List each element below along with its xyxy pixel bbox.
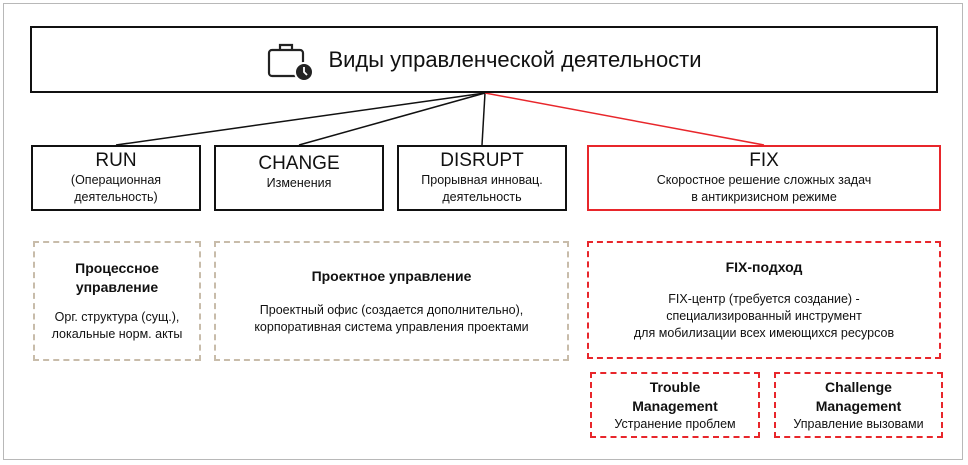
title-box: Виды управленческой деятельности (30, 26, 938, 93)
type-change: CHANGE Изменения (214, 145, 384, 211)
approach-heading: Проектное управление (311, 267, 472, 284)
approach-text: Орг. структура (сущ.), (54, 310, 180, 324)
type-name: DISRUPT (440, 150, 524, 171)
approach-project: Проектное управление Проектный офис (соз… (214, 241, 569, 361)
type-desc: деятельность (442, 190, 522, 204)
sub-heading: Management (632, 397, 718, 414)
approach-text: для мобилизации всех имеющихся ресурсов (633, 326, 895, 340)
fix-trouble-management: Trouble Management Устранение проблем (590, 372, 760, 438)
type-desc: деятельность) (74, 190, 158, 204)
type-desc: в антикризисном режиме (691, 190, 837, 204)
connector-fix (484, 92, 765, 146)
type-disrupt: DISRUPT Прорывная инновац. деятельность (397, 145, 567, 211)
approach-heading: Процессное (75, 260, 159, 276)
connector-run (115, 92, 486, 146)
type-name: CHANGE (258, 153, 340, 174)
sub-text: Устранение проблем (614, 416, 736, 431)
approach-text: корпоративная система управления проекта… (254, 319, 529, 334)
approach-process: Процессное управление Орг. структура (су… (33, 241, 201, 361)
type-run: RUN (Операционная деятельность) (31, 145, 201, 211)
type-desc: Скоростное решение сложных задач (656, 173, 872, 187)
approach-heading: управление (75, 279, 159, 295)
type-desc: Изменения (266, 176, 332, 190)
sub-heading: Challenge (825, 378, 892, 395)
frame (3, 3, 963, 460)
sub-heading: Management (815, 397, 902, 414)
sub-heading: Trouble (649, 378, 701, 395)
connector-disrupt (481, 92, 486, 146)
approach-text: специализированный инструмент (666, 309, 862, 323)
approach-text: FIX-центр (требуется создание) - (668, 292, 860, 306)
sub-text: Управление вызовами (793, 416, 924, 431)
type-fix: FIX Скоростное решение сложных задач в а… (587, 145, 941, 211)
approach-fix: FIX-подход FIX-центр (требуется создание… (587, 241, 941, 359)
connector-change (298, 92, 486, 146)
briefcase-clock-icon (268, 43, 315, 82)
approach-text: Проектный офис (создается дополнительно)… (259, 302, 524, 317)
type-desc: Прорывная инновац. (421, 173, 543, 187)
type-name: FIX (749, 150, 779, 171)
approach-heading: FIX-подход (725, 259, 803, 275)
type-name: RUN (95, 150, 137, 171)
page-title: Виды управленческой деятельности (328, 46, 702, 72)
type-desc: (Операционная (70, 173, 162, 187)
approach-text: локальные норм. акты (51, 327, 183, 341)
fix-challenge-management: Challenge Management Управление вызовами (774, 372, 943, 438)
